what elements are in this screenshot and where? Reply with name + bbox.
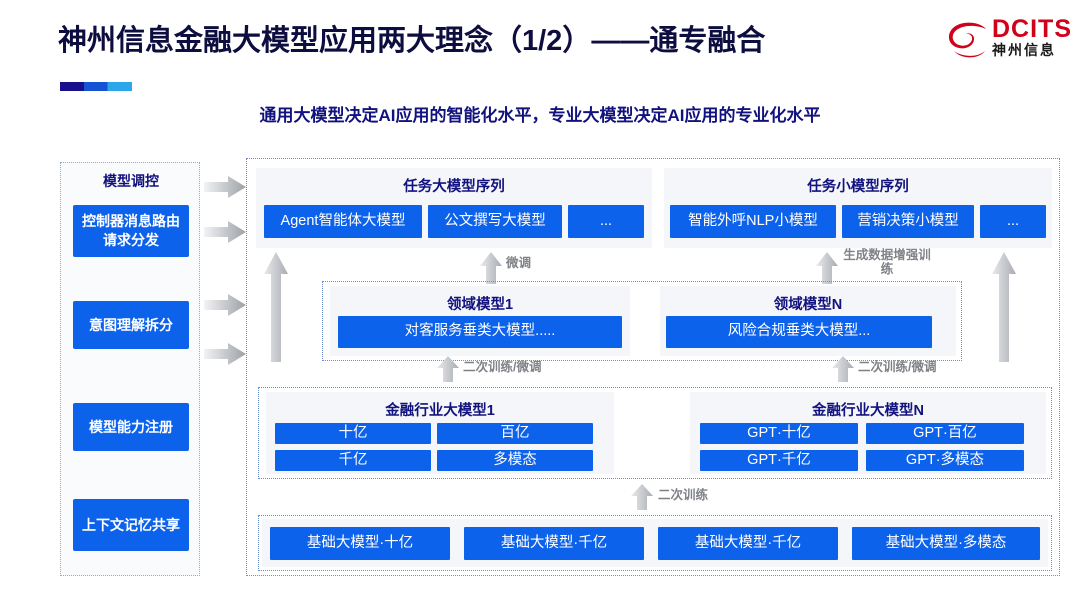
panel-title-industry-1: 金融行业大模型1 [385, 403, 495, 419]
chip-foundation-qianyi-2[interactable]: 基础大模型·千亿 [658, 527, 838, 560]
chip-customer-service-vertical-model[interactable]: 对客服务垂类大模型..... [338, 316, 622, 348]
label-data-augmentation-training: 生成数据增强训练 [843, 248, 931, 276]
arrow-up-data-aug-icon [816, 252, 838, 284]
chip-task-large-more[interactable]: ... [568, 205, 644, 238]
chip-marketing-decision-small-model[interactable]: 营销决策小模型 [842, 205, 974, 238]
logo-brand: DCITS [992, 15, 1072, 43]
chip-document-writing-model[interactable]: 公文撰写大模型 [428, 205, 562, 238]
arrow-up-second-train-icon [631, 484, 653, 510]
panel-title-domain-1: 领域模型1 [446, 297, 514, 313]
chip-foundation-multimodal[interactable]: 基础大模型·多模态 [852, 527, 1040, 560]
chip-industryn-gpt-multimodal[interactable]: GPT·多模态 [866, 450, 1024, 471]
logo-brand-cn: 神州信息 [992, 42, 1056, 58]
logo: DCITS 神州信息 [946, 16, 1071, 68]
label-retrain-finetune-right: 二次训练/微调 [858, 360, 937, 374]
industry-models-group [258, 387, 1052, 479]
arrow-up-retrain-right-icon [832, 356, 854, 382]
logo-text: DCITS 神州信息 [992, 16, 1072, 58]
page-title: 神州信息金融大模型应用两大理念（1/2）——通专融合 [58, 25, 766, 57]
sidebar-item-context-memory[interactable]: 上下文记忆共享 [73, 499, 189, 551]
chip-industry1-baiyi[interactable]: 百亿 [437, 423, 593, 444]
chip-industry1-multimodal[interactable]: 多模态 [437, 450, 593, 471]
chip-agent-large-model[interactable]: Agent智能体大模型 [264, 205, 422, 238]
sidebar-arrow-2-icon [204, 221, 246, 243]
sidebar-item-controller-routing[interactable]: 控制器消息路由请求分发 [73, 205, 189, 257]
sidebar-title: 模型调控 [103, 173, 159, 189]
chip-risk-compliance-vertical-model[interactable]: 风险合规垂类大模型... [666, 316, 932, 348]
panel-title-task-large: 任务大模型序列 [403, 179, 505, 195]
diagram-container [246, 158, 1060, 576]
sidebar-arrow-1-icon [204, 176, 246, 198]
label-fine-tune: 微调 [506, 256, 532, 270]
panel-title-task-small: 任务小模型序列 [807, 179, 909, 195]
sidebar-arrow-3-icon [204, 294, 246, 316]
sidebar-arrow-4-icon [204, 343, 246, 365]
chip-industry1-shiyi[interactable]: 十亿 [275, 423, 431, 444]
chip-industryn-gpt-qianyi[interactable]: GPT·千亿 [700, 450, 858, 471]
chip-industryn-gpt-shiyi[interactable]: GPT·十亿 [700, 423, 858, 444]
chip-outbound-nlp-small-model[interactable]: 智能外呼NLP小模型 [670, 205, 836, 238]
sidebar-model-control: 模型调控 控制器消息路由请求分发 意图理解拆分 模型能力注册 上下文记忆共享 [60, 162, 200, 576]
chip-task-small-more[interactable]: ... [980, 205, 1046, 238]
panel-title-domain-n: 领域模型N [773, 297, 843, 313]
arrow-up-left-tall-icon [264, 252, 288, 362]
page-subtitle: 通用大模型决定AI应用的智能化水平，专业大模型决定AI应用的专业化水平 [259, 106, 821, 125]
sidebar-item-intent-parsing[interactable]: 意图理解拆分 [73, 301, 189, 349]
sidebar-item-capability-registry[interactable]: 模型能力注册 [73, 403, 189, 451]
label-second-training: 二次训练 [658, 488, 709, 502]
domain-models-group [322, 281, 962, 361]
dcits-swirl-icon [948, 22, 986, 58]
arrow-up-retrain-left-icon [437, 356, 459, 382]
chip-foundation-qianyi-1[interactable]: 基础大模型·千亿 [464, 527, 644, 560]
chip-industry1-qianyi[interactable]: 千亿 [275, 450, 431, 471]
panel-title-industry-n: 金融行业大模型N [812, 403, 924, 419]
label-retrain-finetune-left: 二次训练/微调 [463, 360, 542, 374]
title-accent-bar [60, 82, 132, 91]
foundation-models-group [258, 515, 1052, 571]
chip-industryn-gpt-baiyi[interactable]: GPT·百亿 [866, 423, 1024, 444]
arrow-up-fine-tune-icon [480, 252, 502, 284]
arrow-up-right-tall-icon [992, 252, 1016, 362]
chip-foundation-shiyi[interactable]: 基础大模型·十亿 [270, 527, 450, 560]
